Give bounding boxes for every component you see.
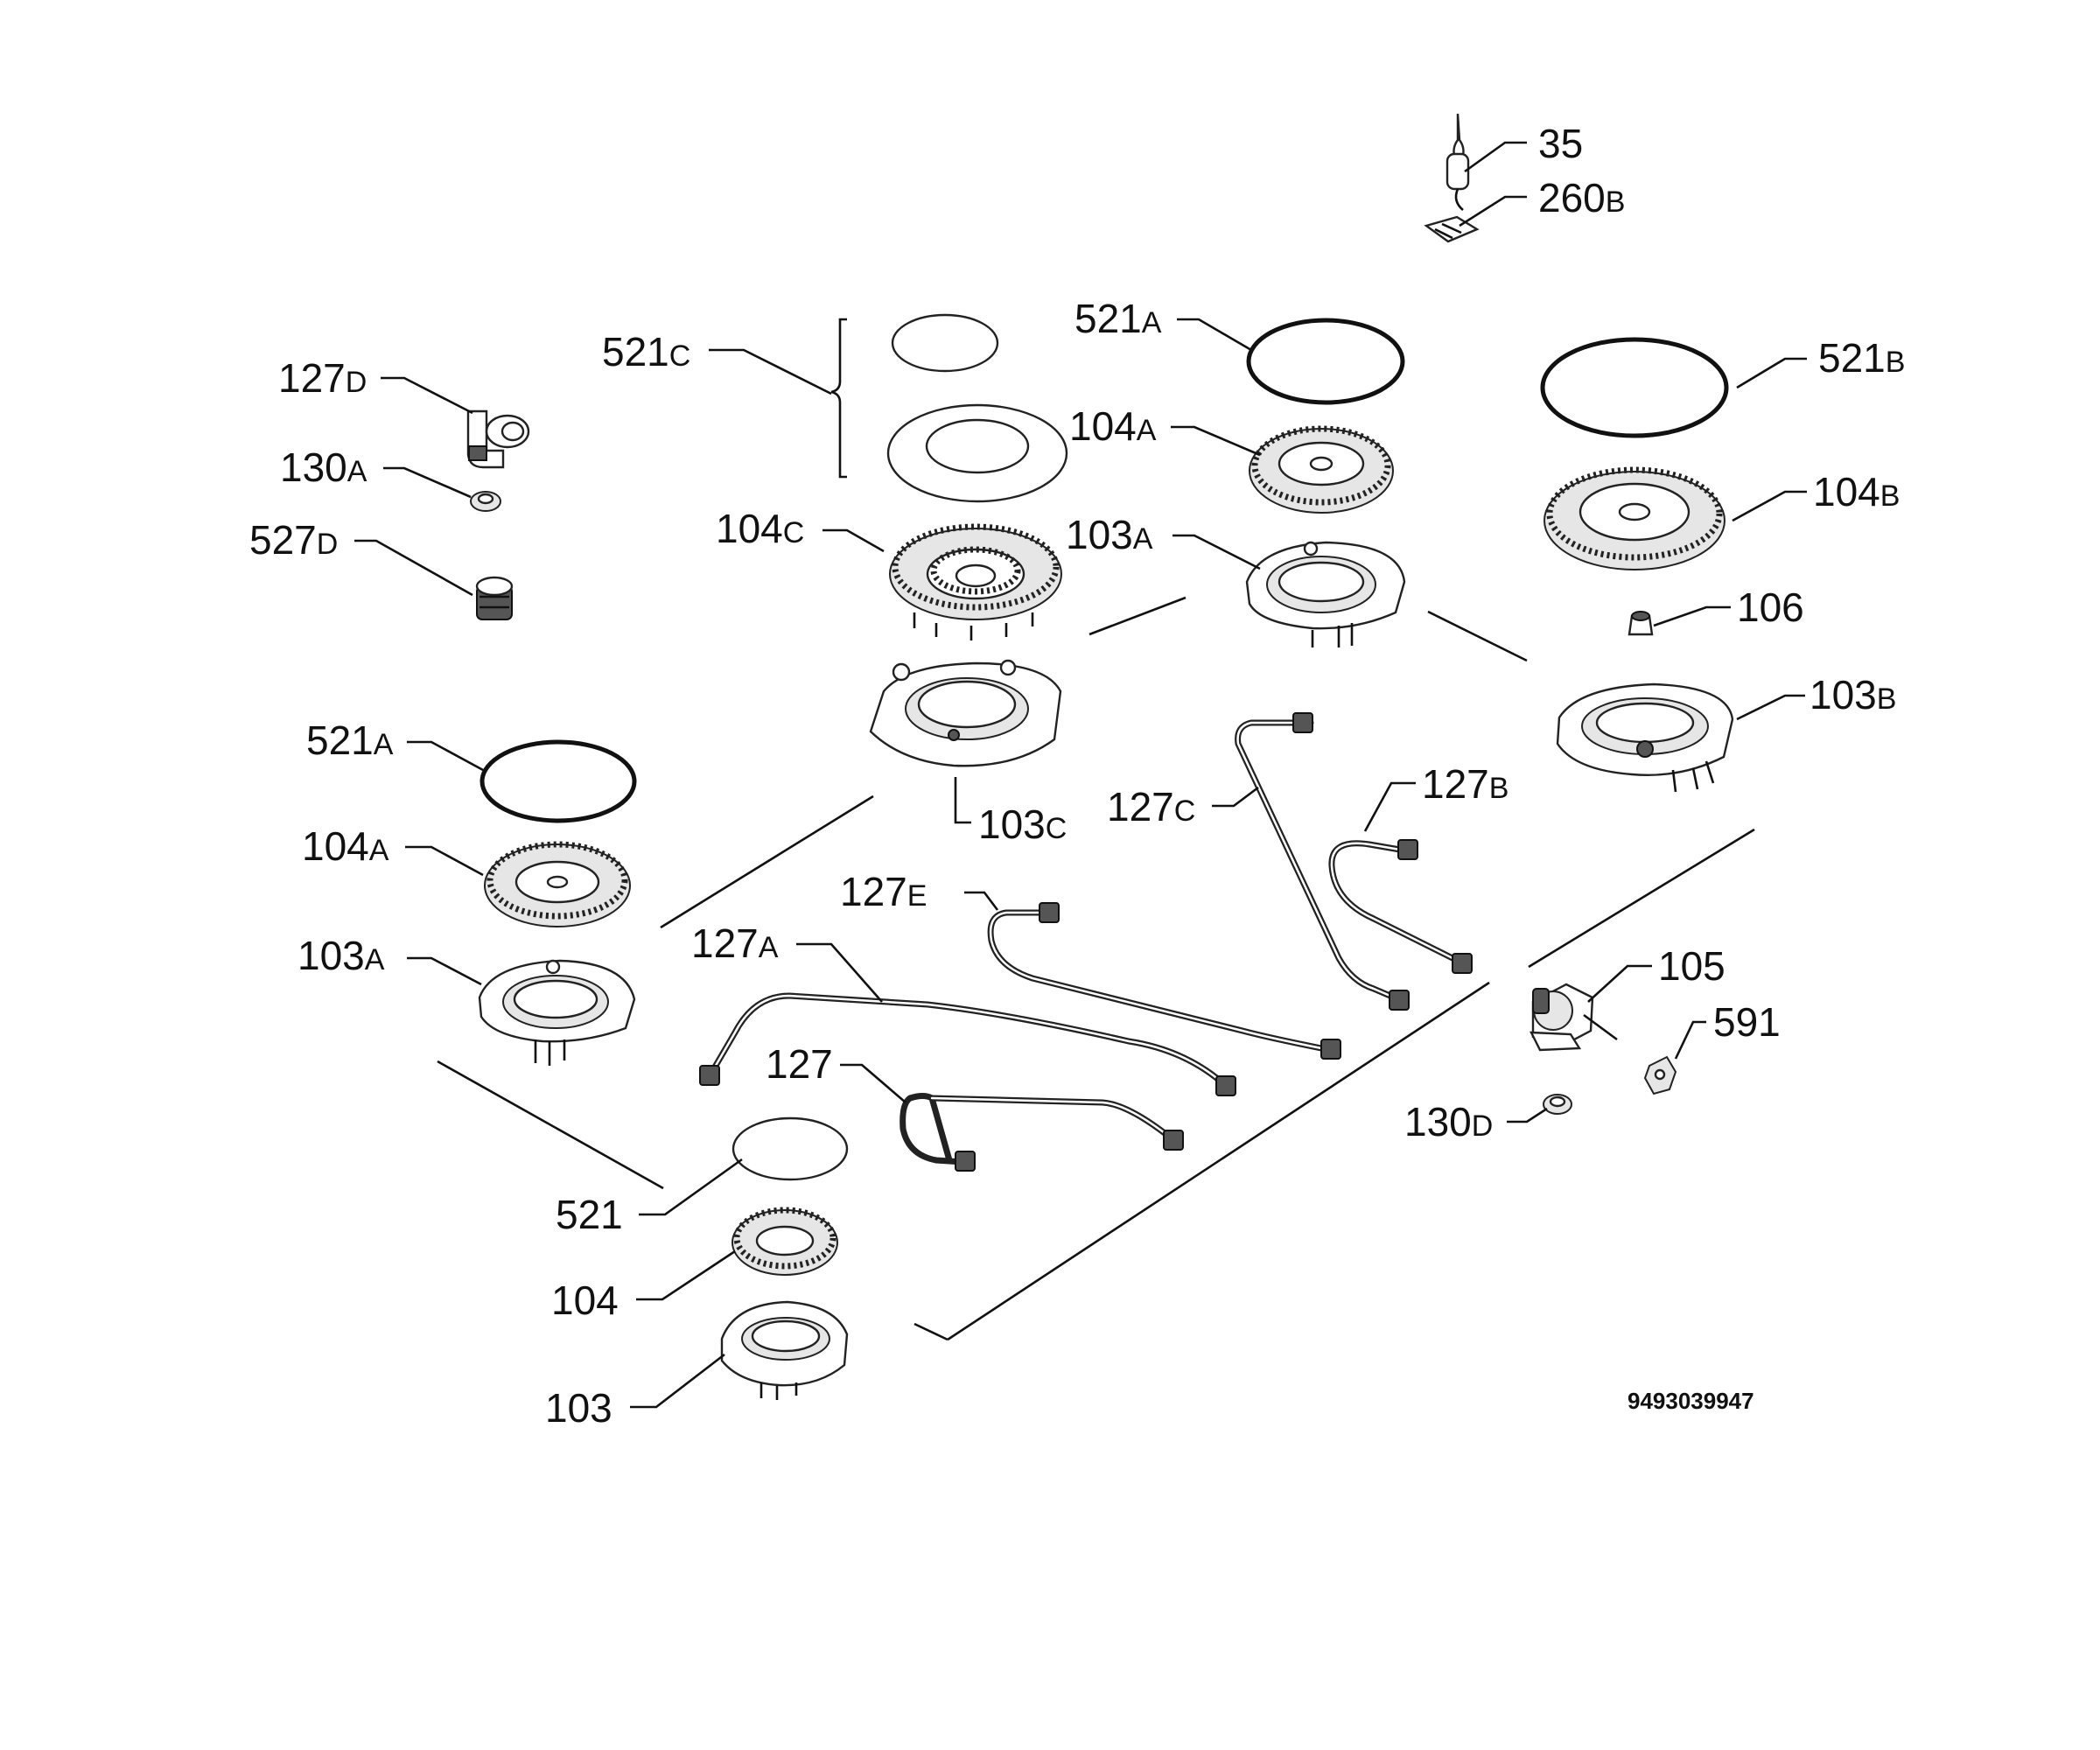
gas-valve-part <box>1530 983 1618 1052</box>
callout-103a-top: 103A <box>1066 512 1153 557</box>
callout-labels: 35 260B 127D 130A 527D 521C 104C 103C 52… <box>249 121 1905 1431</box>
callout-130d: 130D <box>1404 1099 1493 1144</box>
knob-plate-part <box>1643 1055 1677 1096</box>
valve-washer-part <box>1543 1094 1572 1115</box>
gas-pipe-127c <box>1235 712 1410 1011</box>
auxiliary-burner-assembly <box>720 1116 849 1400</box>
callout-521c: 521C <box>602 329 690 374</box>
callout-521: 521 <box>556 1192 623 1237</box>
hob-outline-lines <box>437 596 1755 1341</box>
burner-a-assembly-top <box>1245 318 1406 648</box>
callout-103c: 103C <box>978 802 1067 847</box>
callout-127d: 127D <box>278 355 367 401</box>
gas-pipe-127b <box>1328 839 1473 974</box>
callout-521a-top: 521A <box>1074 296 1162 341</box>
callout-127e: 127E <box>840 869 927 914</box>
callout-104c: 104C <box>716 506 804 551</box>
callout-260b: 260B <box>1538 175 1625 220</box>
callout-127c: 127C <box>1107 784 1195 830</box>
callout-130a: 130A <box>280 444 368 490</box>
callout-521b: 521B <box>1818 335 1905 381</box>
burner-c-assembly <box>830 313 1068 767</box>
callout-103: 103 <box>545 1385 612 1431</box>
callout-127b: 127B <box>1422 761 1508 807</box>
callout-103a-left: 103A <box>298 933 385 978</box>
callout-103b: 103B <box>1810 672 1896 718</box>
ignition-electrode-part <box>1424 113 1480 243</box>
callout-104: 104 <box>551 1278 619 1323</box>
leader-lines <box>354 141 1807 1409</box>
callout-105: 105 <box>1658 943 1726 989</box>
callout-104a-top: 104A <box>1069 403 1157 449</box>
elbow-fitting-part <box>466 410 530 469</box>
injector-nut-part <box>475 576 514 620</box>
burner-b-assembly <box>1540 337 1734 793</box>
gas-pipe-127a <box>699 992 1236 1096</box>
callout-127a: 127A <box>691 920 779 966</box>
callout-106: 106 <box>1737 584 1804 630</box>
callout-104a-left: 104A <box>302 823 389 869</box>
callout-35: 35 <box>1538 121 1583 166</box>
callout-521a-left: 521A <box>306 718 394 763</box>
gas-pipe-127e <box>987 902 1341 1060</box>
callout-591: 591 <box>1713 999 1781 1045</box>
document-number: 9493039947 <box>1628 1388 1754 1414</box>
gas-pipe-127 <box>900 1093 1184 1172</box>
washer-part <box>470 491 501 512</box>
callout-127: 127 <box>766 1041 833 1087</box>
callout-527d: 527D <box>249 517 338 563</box>
callout-104b: 104B <box>1813 469 1900 514</box>
burner-a-assembly-left <box>478 739 637 1066</box>
